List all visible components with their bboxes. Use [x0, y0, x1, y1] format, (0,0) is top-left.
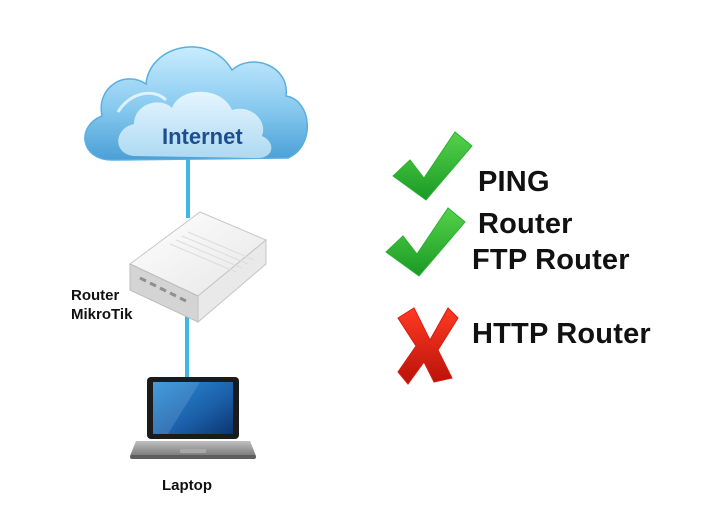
result-ping-label: PING: [478, 166, 550, 198]
result-ping-label-line2: Router: [478, 208, 573, 240]
checkmark-icon: [385, 207, 466, 277]
result-ftp-label: FTP Router: [472, 244, 630, 276]
result-http-label: HTTP Router: [472, 318, 651, 350]
router-label-line2: MikroTik: [71, 306, 133, 323]
mikrotik-router-icon: [129, 211, 267, 324]
laptop-label: Laptop: [162, 477, 212, 494]
internet-cloud-icon: [84, 46, 309, 161]
router-label-line1: Router: [71, 287, 120, 304]
laptop-icon: [130, 377, 256, 459]
cross-icon: [397, 307, 459, 385]
checkmark-icon: [392, 131, 473, 201]
internet-label: Internet: [162, 124, 243, 149]
